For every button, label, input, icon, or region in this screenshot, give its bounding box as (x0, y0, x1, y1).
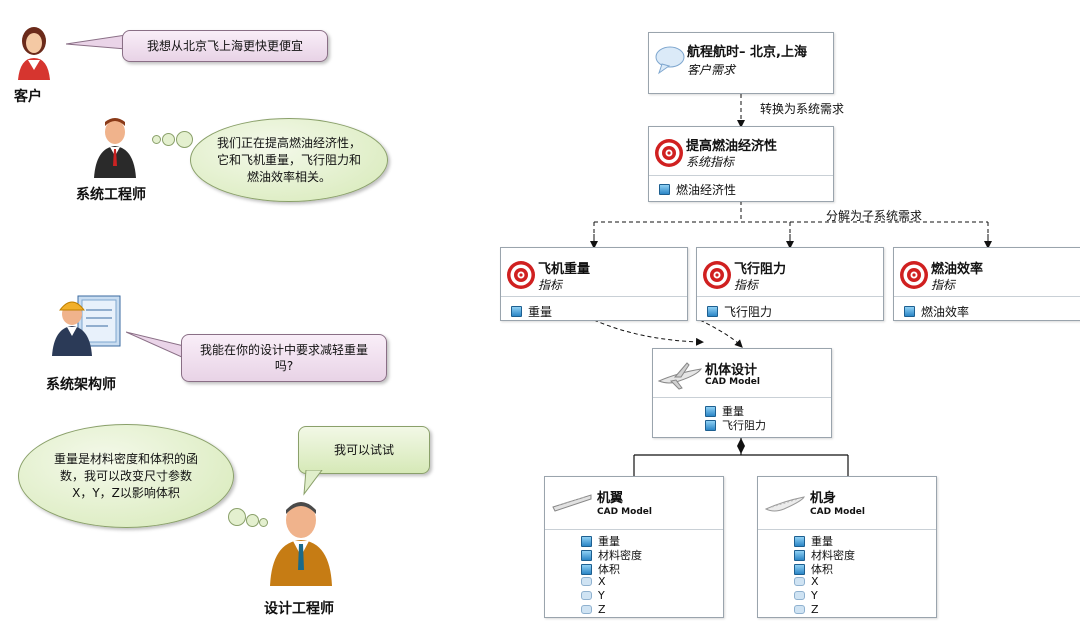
customer-avatar (14, 24, 54, 80)
weight-to-airframe (593, 319, 704, 346)
property-icon (659, 184, 670, 195)
customer-speech: 我想从北京飞上海更快更便宜 (122, 30, 328, 62)
parameter-icon (581, 577, 592, 586)
property-row: 飞行阻力 (707, 303, 772, 320)
systems-engineer-label: 系统工程师 (76, 187, 146, 203)
block-fuel-economy[interactable]: 提高燃油经济性 系统指标 燃油经济性 (648, 126, 834, 202)
target-icon (507, 261, 535, 289)
property-icon (794, 563, 805, 575)
target-icon (655, 139, 683, 167)
parameter-icon (794, 605, 805, 614)
property-row: 重量 (581, 533, 620, 549)
block-efficiency[interactable]: 燃油效率 指标 燃油效率 (893, 247, 1080, 321)
target-icon (703, 261, 731, 289)
airplane-icon (657, 362, 703, 390)
block-drag[interactable]: 飞行阻力 指标 飞行阻力 (696, 247, 884, 321)
decompose-arrows (593, 201, 989, 244)
customer-bubble-tail (66, 34, 126, 50)
block-requirement[interactable]: 航程航时– 北京,上海 客户需求 (648, 32, 834, 94)
design-engineer-label: 设计工程师 (264, 601, 334, 617)
fuselage-icon (764, 496, 805, 512)
parameter-icon (794, 577, 805, 586)
customer-label: 客户 (14, 89, 42, 105)
property-row: 飞行阻力 (705, 417, 766, 433)
property-icon (705, 419, 716, 431)
design-reply-tail (303, 470, 323, 496)
target-icon (900, 261, 928, 289)
parameter-icon (581, 605, 592, 614)
parameter-row: X (581, 575, 606, 588)
property-row: 重量 (794, 533, 833, 549)
architect-avatar (52, 292, 122, 356)
wing-icon (552, 494, 592, 512)
block-wing[interactable]: 机翼 CAD Model 重量 材料密度 体积 X Y Z (544, 476, 724, 618)
block-fuselage[interactable]: 机身 CAD Model 重量 材料密度 体积 X Y Z (757, 476, 937, 618)
property-icon (705, 405, 716, 417)
property-icon (904, 306, 915, 317)
design-engineer-thought: 重量是材料密度和体积的函数，我可以改变尺寸参数X，Y，Z以影响体积 (18, 424, 234, 528)
parameter-row: Y (794, 589, 818, 602)
property-row: 材料密度 (794, 547, 855, 563)
property-row: 体积 (794, 561, 833, 577)
systems-engineer-thought: 我们正在提高燃油经济性，它和飞机重量，飞行阻力和燃油效率相关。 (190, 118, 388, 202)
property-row: 燃油经济性 (659, 181, 736, 198)
parameter-row: X (794, 575, 819, 588)
property-icon (511, 306, 522, 317)
property-row: 燃油效率 (904, 303, 969, 320)
property-icon (581, 535, 592, 547)
convert-label: 转换为系统需求 (760, 102, 845, 116)
property-icon (581, 549, 592, 561)
property-row: 重量 (511, 303, 552, 320)
architect-label: 系统架构师 (46, 377, 116, 393)
parameter-icon (794, 591, 805, 600)
parameter-row: Z (794, 603, 819, 616)
parameter-row: Z (581, 603, 606, 616)
property-icon (794, 535, 805, 547)
architect-bubble-tail (126, 331, 185, 359)
design-engineer-reply: 我可以试试 (298, 426, 430, 474)
property-icon (581, 563, 592, 575)
design-engineer-avatar (266, 498, 336, 586)
systems-engineer-avatar (92, 116, 138, 178)
speech-bubble-icon (655, 46, 685, 75)
block-weight[interactable]: 飞机重量 指标 重量 (500, 247, 688, 321)
property-icon (707, 306, 718, 317)
decompose-label: 分解为子系统需求 (826, 209, 923, 223)
parameter-row: Y (581, 589, 605, 602)
drag-to-airframe (699, 319, 743, 348)
architect-speech: 我能在你的设计中要求减轻重量吗? (181, 334, 387, 382)
property-icon (794, 549, 805, 561)
property-row: 重量 (705, 403, 744, 419)
block-airframe[interactable]: 机体设计 CAD Model 重量 飞行阻力 (652, 348, 832, 438)
property-row: 体积 (581, 561, 620, 577)
property-row: 材料密度 (581, 547, 642, 563)
parameter-icon (581, 591, 592, 600)
